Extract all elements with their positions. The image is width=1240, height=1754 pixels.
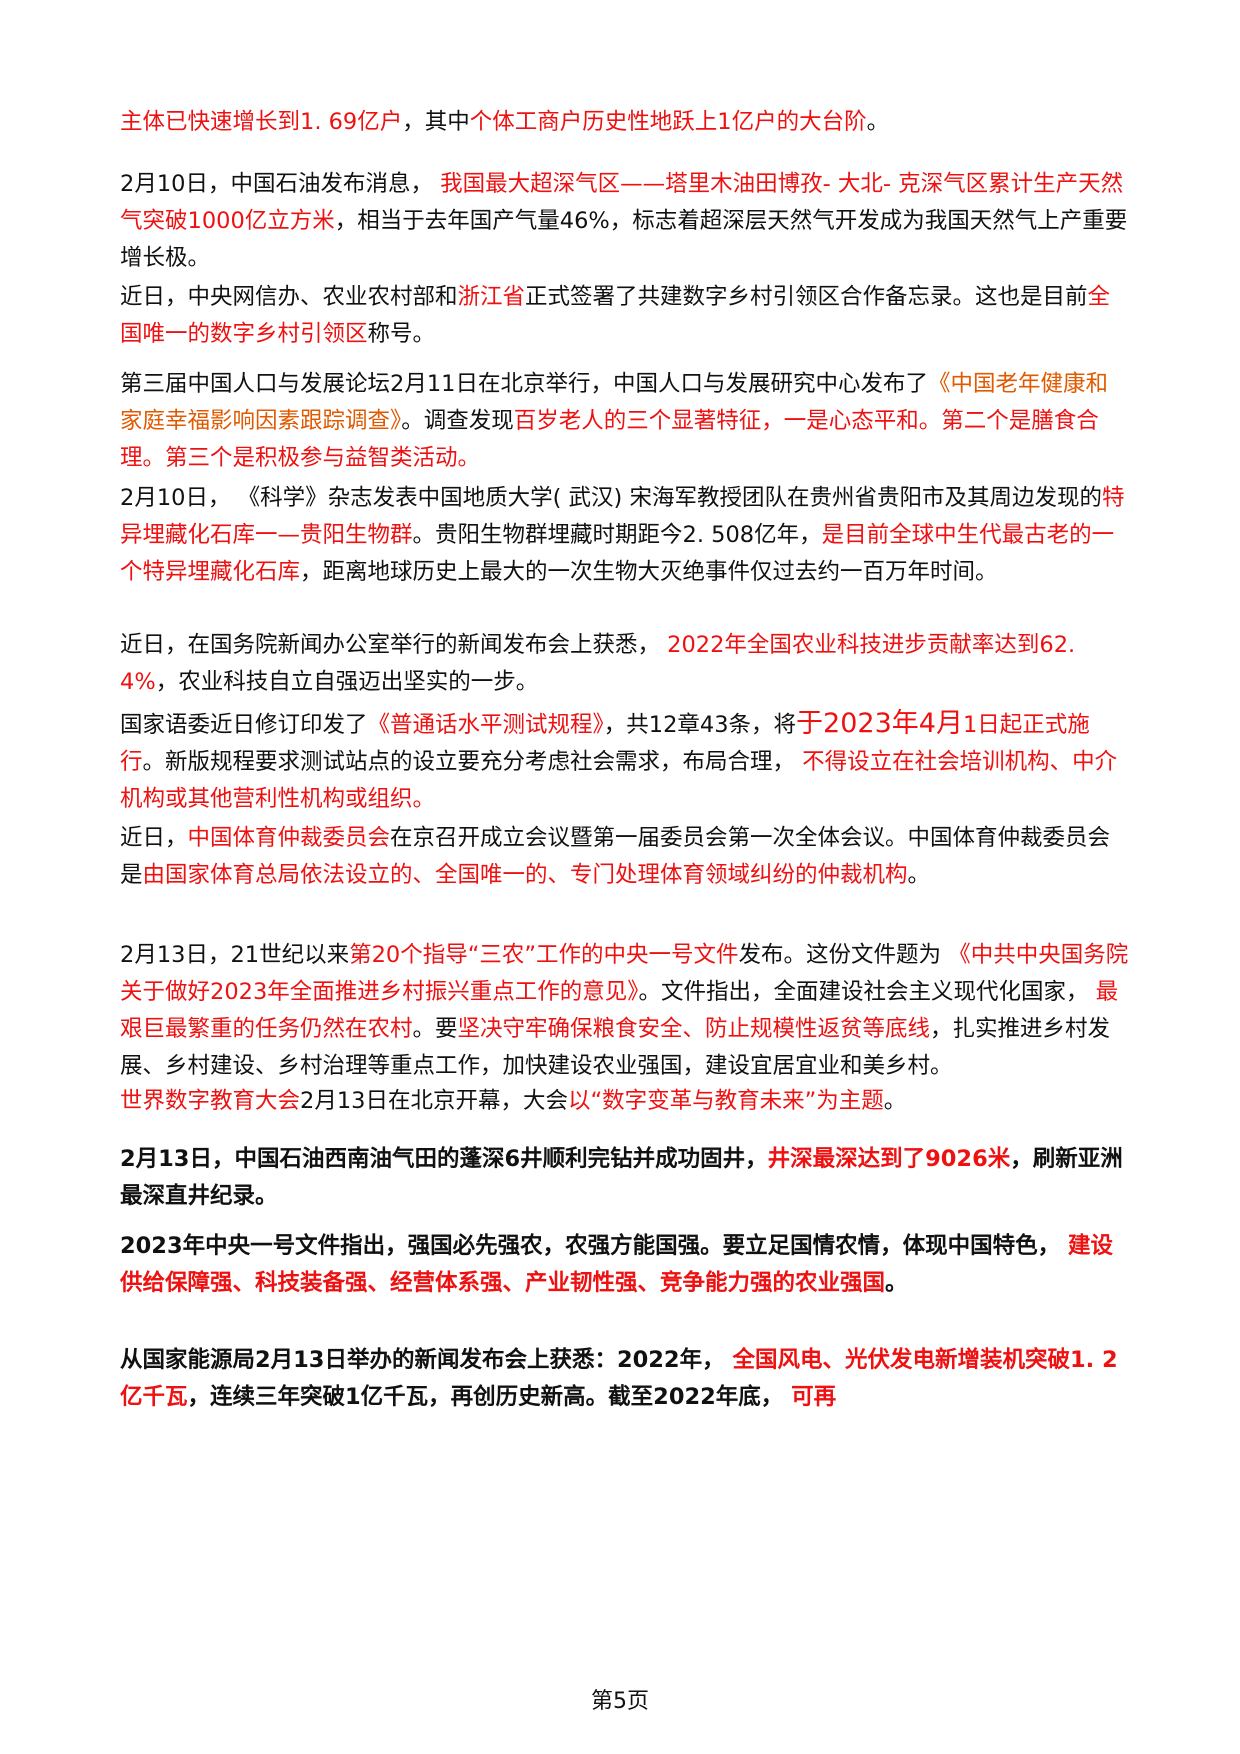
para-agri-power: 2023年中央一号文件指出，强国必先强农，农强方能国强。要立足国情农情，体现中国… — [120, 1228, 1130, 1302]
para-market-entities-segment: 。 — [866, 109, 890, 135]
para-wind-solar-segment: 全国风电、光伏发电新增装机突破1. 2亿千瓦 — [120, 1347, 1118, 1410]
para-guiyang-biota-segment: 是目前全球中生代最古老的一个特异埋藏化石库 — [120, 522, 1115, 585]
para-no1-document-segment: 2月13日，21世纪以来 — [120, 942, 350, 968]
para-agri-tech-segment: 2022年全国农业科技进步贡献率达到62. 4% — [120, 632, 1076, 695]
para-no1-document-segment: 坚决守牢确保粮食安全、防止规模性返贫等底线 — [457, 1016, 931, 1042]
page-number: 第5页 — [591, 1689, 649, 1714]
para-market-entities-segment: 主体已快速增长到1. 69亿户 — [120, 109, 403, 135]
para-tarim-gas-segment: 2月10日，中国石油发布消息， — [120, 171, 441, 197]
para-no1-document-segment: ，扎实推进乡村发展、乡村建设、乡村治理等重点工作，加快建设农业强国，建设宜居宜业… — [120, 1016, 1111, 1079]
para-tarim-gas: 2月10日，中国石油发布消息， 我国最大超深气区——塔里木油田博孜- 大北- 克… — [120, 166, 1130, 277]
para-putonghua-test: 国家语委近日修订印发了《普通话水平测试规程》，共12章43条，将于2023年4月… — [120, 705, 1130, 818]
para-population-forum: 第三届中国人口与发展论坛2月11日在北京举行，中国人口与发展研究中心发布了《中国… — [120, 366, 1130, 477]
para-digital-education-segment: 。 — [883, 1088, 907, 1114]
para-digital-village-segment: 浙江省 — [457, 284, 526, 310]
para-digital-education-segment: 世界数字教育大会 — [120, 1088, 301, 1114]
para-tarim-gas-segment: ，相当于去年国产气量46%，标志着超深层天然气开发成为我国天然气上产重要增长极。 — [120, 208, 1128, 271]
para-wind-solar-segment: 可再 — [791, 1384, 837, 1410]
para-sports-arbitration-segment: 。 — [907, 862, 931, 888]
para-population-forum-segment: 《中国老年健康和家庭幸福影响因素跟踪调查》 — [120, 371, 1108, 434]
para-agri-power-segment: 。 — [885, 1270, 908, 1296]
para-no1-document-segment: 《中共中央国务院关于做好2023年全面推进乡村振兴重点工作的意见》 — [120, 942, 1129, 1005]
para-putonghua-test-segment: 国家语委近日修订印发了 — [120, 712, 368, 738]
para-putonghua-test-segment: 。新版规程要求测试站点的设立要充分考虑社会需求，布局合理， — [142, 749, 803, 775]
para-sports-arbitration-segment: 中国体育仲裁委员会 — [187, 825, 391, 851]
para-guiyang-biota: 2月10日， 《科学》杂志发表中国地质大学( 武汉) 宋海军教授团队在贵州省贵阳… — [120, 480, 1130, 591]
para-agri-power-segment: 2023年中央一号文件指出，强国必先强农，农强方能国强。要立足国情农情，体现中国… — [120, 1233, 1068, 1259]
para-digital-village-segment: 称号。 — [367, 321, 436, 347]
para-putonghua-test-segment: 不得设立在社会培训机构、中介机构或其他营利性机构或组织。 — [120, 749, 1118, 812]
para-guiyang-biota-segment: 。贵阳生物群埋藏时期距今2. 508亿年， — [412, 522, 822, 548]
para-putonghua-test-segment: 《普通话水平测试规程》 — [367, 712, 604, 738]
para-putonghua-test-segment: 于2023年4月 — [796, 708, 963, 739]
para-agri-power-segment: 建设供给保障强、科技装备强、经营体系强、产业韧性强、竞争能力强的农业强国 — [120, 1233, 1113, 1296]
para-sports-arbitration-segment: 近日， — [120, 825, 188, 851]
para-no1-document-segment: 发布。这份文件题为 — [738, 942, 949, 968]
para-population-forum-segment: 。调查发现 — [401, 408, 514, 434]
para-agri-tech-segment: 近日，在国务院新闻办公室举行的新闻发布会上获悉， — [120, 632, 668, 658]
para-putonghua-test-segment: ，共12章43条，将 — [603, 712, 797, 738]
para-pengshen-well-segment: ，刷新亚洲最深直井纪录。 — [120, 1146, 1123, 1209]
para-digital-village-segment: 近日，中央网信办、农业农村部和 — [120, 284, 458, 310]
para-no1-document-segment: 最艰巨最繁重的任务仍然在农村 — [120, 979, 1119, 1042]
para-market-entities: 主体已快速增长到1. 69亿户，其中个体工商户历史性地跃上1亿户的大台阶。 — [120, 104, 1130, 141]
para-digital-village: 近日，中央网信办、农业农村部和浙江省正式签署了共建数字乡村引领区合作备忘录。这也… — [120, 279, 1130, 353]
para-market-entities-segment: ，其中 — [402, 109, 470, 135]
para-guiyang-biota-segment: ，距离地球历史上最大的一次生物大灭绝事件仅过去约一百万年时间。 — [300, 559, 998, 585]
para-sports-arbitration-segment: 在京召开成立会议暨第一届委员会第一次全体会议。中国体育仲裁委员会是 — [120, 825, 1111, 888]
para-digital-education-segment: 2月13日在北京开幕，大会 — [300, 1088, 568, 1114]
para-guiyang-biota-segment: 特异埋藏化石库一—贵阳生物群 — [120, 485, 1125, 548]
para-sports-arbitration-segment: 由国家体育总局依法设立的、全国唯一的、专门处理体育领域纠纷的仲裁机构 — [142, 862, 908, 888]
para-no1-document-segment: 。要 — [412, 1016, 458, 1042]
para-population-forum-segment: 第三届中国人口与发展论坛2月11日在北京举行，中国人口与发展研究中心发布了 — [120, 371, 928, 397]
para-digital-village-segment: 全国唯一的数字乡村引领区 — [120, 284, 1111, 347]
para-wind-solar: 从国家能源局2月13日举办的新闻发布会上获悉：2022年， 全国风电、光伏发电新… — [120, 1342, 1130, 1416]
para-wind-solar-segment: ，连续三年突破1亿千瓦，再创历史新高。截至2022年底， — [187, 1384, 792, 1410]
para-pengshen-well: 2月13日，中国石油西南油气田的蓬深6井顺利完钻并成功固井，井深最深达到了902… — [120, 1141, 1130, 1215]
para-pengshen-well-segment: 井深最深达到了9026米 — [767, 1146, 1011, 1172]
para-digital-education-segment: 以“数字变革与教育未来”为主题 — [567, 1088, 884, 1114]
para-wind-solar-segment: 从国家能源局2月13日举办的新闻发布会上获悉：2022年， — [120, 1347, 733, 1373]
para-digital-village-segment: 正式签署了共建数字乡村引领区合作备忘录。这也是目前 — [525, 284, 1088, 310]
para-no1-document-segment: 。文件指出，全面建设社会主义现代化国家， — [638, 979, 1096, 1005]
para-sports-arbitration: 近日，中国体育仲裁委员会在京召开成立会议暨第一届委员会第一次全体会议。中国体育仲… — [120, 820, 1130, 894]
para-population-forum-segment: 百岁老人的三个显著特征，一是心态平和。第二个是膳食合理。第三个是积极参与益智类活… — [120, 408, 1099, 471]
para-guiyang-biota-segment: 2月10日， 《科学》杂志发表中国地质大学( 武汉) 宋海军教授团队在贵州省贵阳… — [120, 485, 1102, 511]
para-digital-education: 世界数字教育大会2月13日在北京开幕，大会以“数字变革与教育未来”为主题。 — [120, 1083, 1130, 1120]
para-market-entities-segment: 个体工商户历史性地跃上1亿户的大台阶 — [469, 109, 867, 135]
para-no1-document-segment: 第20个指导“三农”工作的中央一号文件 — [349, 942, 739, 968]
para-tarim-gas-segment: 我国最大超深气区——塔里木油田博孜- 大北- 克深气区累计生产天然气突破1000… — [120, 171, 1124, 234]
para-agri-tech: 近日，在国务院新闻办公室举行的新闻发布会上获悉， 2022年全国农业科技进步贡献… — [120, 627, 1130, 701]
para-no1-document: 2月13日，21世纪以来第20个指导“三农”工作的中央一号文件发布。这份文件题为… — [120, 937, 1130, 1085]
para-agri-tech-segment: ，农业科技自立自强迈出坚实的一步。 — [155, 669, 539, 695]
para-putonghua-test-segment: 1日起正式施行 — [120, 712, 1090, 775]
para-pengshen-well-segment: 2月13日，中国石油西南油气田的蓬深6井顺利完钻并成功固井， — [120, 1146, 768, 1172]
